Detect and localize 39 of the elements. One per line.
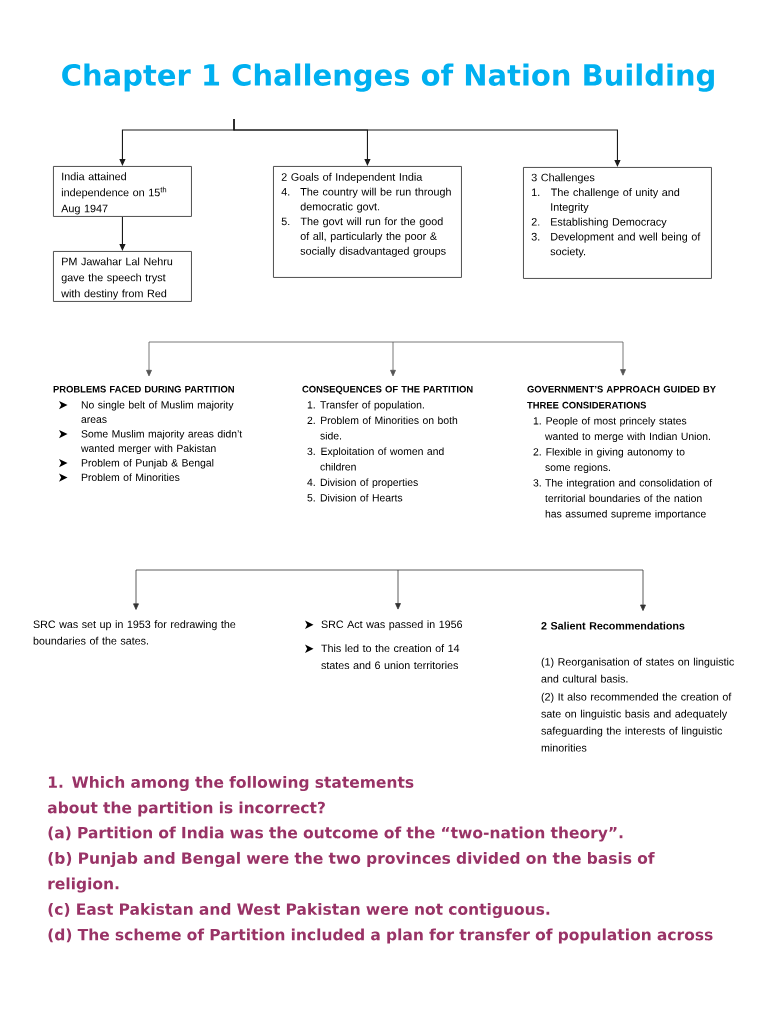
arrow bbox=[395, 569, 401, 610]
text-box: 2 Goals of Independent India 4. The country will be run through democratic govt. 5. The govt will run for the good of all, particularly the poor & socially disadvantaged groups bbox=[273, 166, 462, 278]
answer-option: (d) The scheme of Partition included a plan for transfer of population across bbox=[48, 928, 713, 944]
text-box: PM Jawahar Lal Nehru gave the speech tryst with destiny from Red bbox=[53, 251, 192, 302]
list-item: This led to the creation of 14 states and 6 union territories bbox=[321, 644, 460, 670]
text-box: 3 Challenges 1. The challenge of unity and Integrity 2. Establishing Democracy 3. Development and well being of society. bbox=[523, 167, 712, 279]
arrow bbox=[119, 216, 126, 251]
arrow bbox=[233, 118, 621, 167]
text-box: India attained independence on 15$^{th}$ Aug 1947 bbox=[53, 166, 192, 217]
list-item: 1. Transfer of population. bbox=[307, 400, 424, 411]
list-item: 3. The integration and consolidation of territorial boundaries of the nation has assumed supreme importance bbox=[533, 478, 713, 520]
answer-option: (c) East Pakistan and West Pakistan were not contiguous. bbox=[48, 902, 550, 919]
list-item: 4. Division of properties bbox=[307, 478, 418, 489]
section-heading: GOVERNMENT’S APPROACH GUIDED BY THREE CONSIDERATIONS bbox=[527, 385, 716, 409]
arrow bbox=[392, 341, 626, 376]
paragraph: (2) It also recommended the creation of sate on linguistic basis and adequately safeguarding the interests of linguistic minorities bbox=[541, 692, 732, 752]
answer-option: (a) Partition of India was the outcome of the “two-nation theory”. bbox=[48, 826, 623, 842]
section-heading: PROBLEMS FACED DURING PARTITION bbox=[53, 385, 234, 393]
list-item: 3. Exploitation of women and children bbox=[307, 447, 444, 471]
section-heading: 2 Salient Recommendations bbox=[541, 621, 685, 630]
list-item: 5. Division of Hearts bbox=[307, 493, 403, 502]
arrow bbox=[390, 341, 396, 377]
list-item: 2. Problem of Minorities on both side. bbox=[307, 416, 458, 440]
title: Chapter 1 Challenges of Nation Building bbox=[62, 63, 714, 92]
section-heading: CONSEQUENCES OF THE PARTITION bbox=[302, 385, 473, 395]
arrow bbox=[397, 569, 646, 611]
question-text: 1. Which among the following statements about the partition is incorrect? bbox=[47, 775, 414, 817]
paragraph: SRC was set up in 1953 for redrawing the boundaries of the sates. bbox=[33, 620, 236, 645]
arrow bbox=[133, 569, 399, 610]
paragraph: (1) Reorganisation of states on linguistic and cultural basis. bbox=[541, 657, 734, 683]
list-item: Problem of Minorities bbox=[81, 473, 180, 481]
list-item: Some Muslim majority areas didn’t wanted merger with Pakistan bbox=[81, 429, 243, 455]
arrow bbox=[146, 341, 394, 377]
answer-option: (b) Punjab and Bengal were the two provinces divided on the basis of religion. bbox=[48, 851, 655, 893]
list-item: 2. Flexible in giving autonomy to some regions. bbox=[533, 447, 685, 474]
list-item: No single belt of Muslim majority areas bbox=[81, 400, 234, 423]
list-item: SRC Act was passed in 1956 bbox=[321, 620, 463, 631]
list-item: 1. People of most princely states wanted to merge with Indian Union. bbox=[533, 416, 710, 443]
list-item: Problem of Punjab & Bengal bbox=[81, 458, 214, 469]
